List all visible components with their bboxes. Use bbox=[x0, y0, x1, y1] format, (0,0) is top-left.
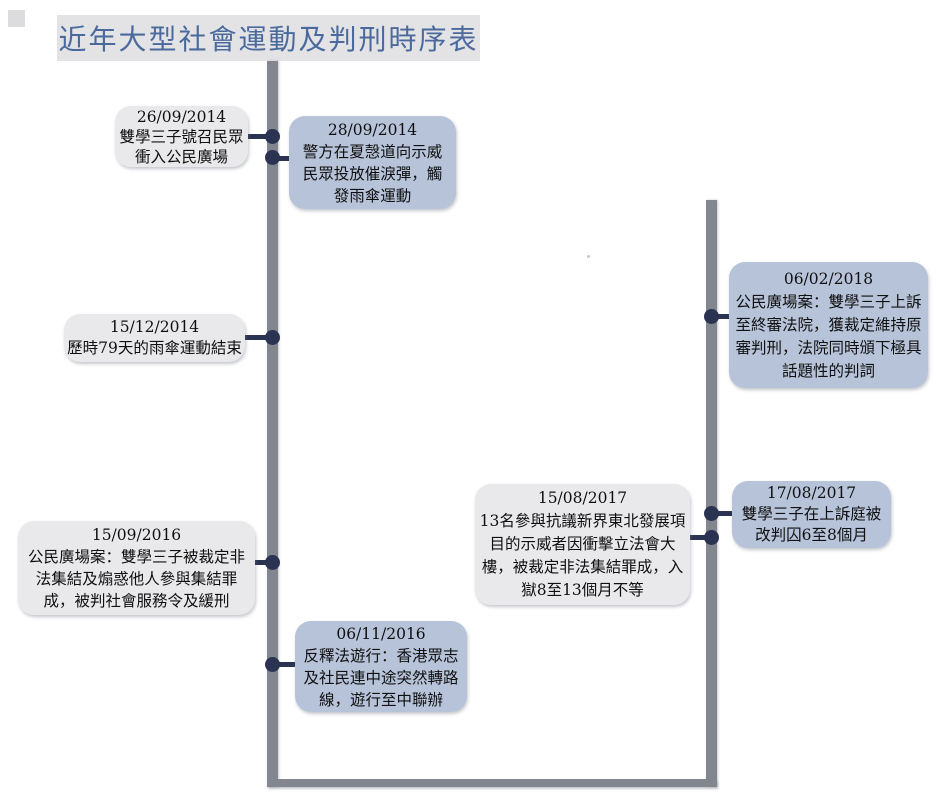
event-line: 發雨傘運動 bbox=[333, 186, 412, 205]
timeline-node-06-02-2018 bbox=[704, 309, 719, 324]
event-box-15-09-2016: 15/09/2016 公民廣場案：雙學三子被裁定非 法集結及煽惑他人參與集結罪 … bbox=[18, 521, 255, 615]
timeline-bar-right bbox=[706, 200, 717, 787]
connector-15-09-2016 bbox=[250, 560, 272, 565]
event-line: 獄8至13個月不等 bbox=[521, 581, 644, 599]
event-line: 改判囚6至8個月 bbox=[755, 526, 868, 544]
event-date: 26/09/2014 bbox=[136, 107, 227, 126]
timeline-node-26-09-2014 bbox=[265, 129, 280, 144]
event-date: 15/08/2017 bbox=[537, 489, 628, 507]
event-date: 06/11/2016 bbox=[336, 624, 426, 643]
connector-15-08-2017 bbox=[686, 535, 712, 540]
event-line: 13名參與抗議新界東北發展項 bbox=[479, 512, 686, 530]
connector-06-11-2016 bbox=[272, 662, 298, 667]
page-title-text: 近年大型社會運動及判刑時序表 bbox=[58, 23, 479, 56]
connector-17-08-2017 bbox=[710, 511, 736, 516]
event-line: 及社民連中途突然轉路 bbox=[303, 668, 459, 687]
event-line: 至終審法院，獲裁定維持原 bbox=[735, 315, 922, 334]
event-line: 線，遊行至中聯辦 bbox=[318, 690, 443, 709]
stray-speck bbox=[587, 255, 590, 258]
event-line: 歷時79天的雨傘運動結束 bbox=[67, 339, 242, 357]
event-date: 28/09/2014 bbox=[327, 120, 418, 139]
timeline-node-15-12-2014 bbox=[265, 330, 280, 345]
timeline-node-15-08-2017 bbox=[704, 530, 719, 545]
event-line: 法集結及煽惑他人參與集結罪 bbox=[35, 570, 238, 588]
event-date: 15/12/2014 bbox=[109, 318, 200, 336]
page-title: 近年大型社會運動及判刑時序表 bbox=[57, 15, 480, 61]
corner-decoration-square bbox=[8, 10, 25, 27]
event-line: 公民廣場案：雙學三子上訴 bbox=[735, 292, 922, 311]
event-line: 雙學三子在上訴庭被 bbox=[741, 505, 882, 523]
timeline-node-17-08-2017 bbox=[704, 506, 719, 521]
event-box-15-12-2014: 15/12/2014 歷時79天的雨傘運動結束 bbox=[64, 314, 245, 362]
timeline-bar-bottom bbox=[267, 779, 717, 787]
event-line: 民眾投放催淚彈，觸 bbox=[302, 164, 443, 183]
event-box-06-11-2016: 06/11/2016 反釋法遊行：香港眾志 及社民連中途突然轉路 線，遊行至中聯… bbox=[295, 621, 467, 712]
connector-26-09-2014 bbox=[246, 134, 272, 139]
event-line: 成，被判社會服務令及緩刑 bbox=[43, 592, 230, 610]
event-line: 審判刑，法院同時頒下極具 bbox=[735, 338, 922, 357]
event-date: 06/02/2018 bbox=[783, 269, 874, 288]
event-date: 17/08/2017 bbox=[766, 484, 857, 502]
event-line: 目的示威者因衝擊立法會大 bbox=[489, 535, 676, 553]
connector-28-09-2014 bbox=[272, 156, 294, 161]
event-box-06-02-2018: 06/02/2018 公民廣場案：雙學三子上訴 至終審法院，獲裁定維持原 審判刑… bbox=[729, 262, 928, 388]
event-line: 公民廣場案：雙學三子被裁定非 bbox=[27, 548, 245, 566]
event-box-26-09-2014: 26/09/2014 雙學三子號召民眾 衝入公民廣場 bbox=[115, 106, 248, 167]
event-line: 衝入公民廣場 bbox=[134, 147, 228, 166]
event-line: 樓，被裁定非法集結罪成，入 bbox=[481, 558, 684, 576]
timeline-bar-left bbox=[267, 61, 278, 787]
connector-15-12-2014 bbox=[241, 335, 272, 340]
event-line: 警方在夏愨道向示威 bbox=[302, 142, 443, 161]
event-line: 雙學三子號召民眾 bbox=[119, 127, 244, 146]
event-date: 15/09/2016 bbox=[91, 526, 182, 544]
timeline-node-15-09-2016 bbox=[265, 555, 280, 570]
event-line: 話題性的判詞 bbox=[781, 361, 875, 380]
event-box-17-08-2017: 17/08/2017 雙學三子在上訴庭被 改判囚6至8個月 bbox=[732, 481, 891, 548]
event-box-28-09-2014: 28/09/2014 警方在夏愨道向示威 民眾投放催淚彈，觸 發雨傘運動 bbox=[289, 116, 456, 209]
event-line: 反釋法遊行：香港眾志 bbox=[303, 646, 459, 665]
connector-06-02-2018 bbox=[710, 314, 734, 319]
timeline-node-28-09-2014 bbox=[265, 150, 280, 165]
timeline-node-06-11-2016 bbox=[265, 657, 280, 672]
event-box-15-08-2017: 15/08/2017 13名參與抗議新界東北發展項 目的示威者因衝擊立法會大 樓… bbox=[475, 484, 690, 605]
